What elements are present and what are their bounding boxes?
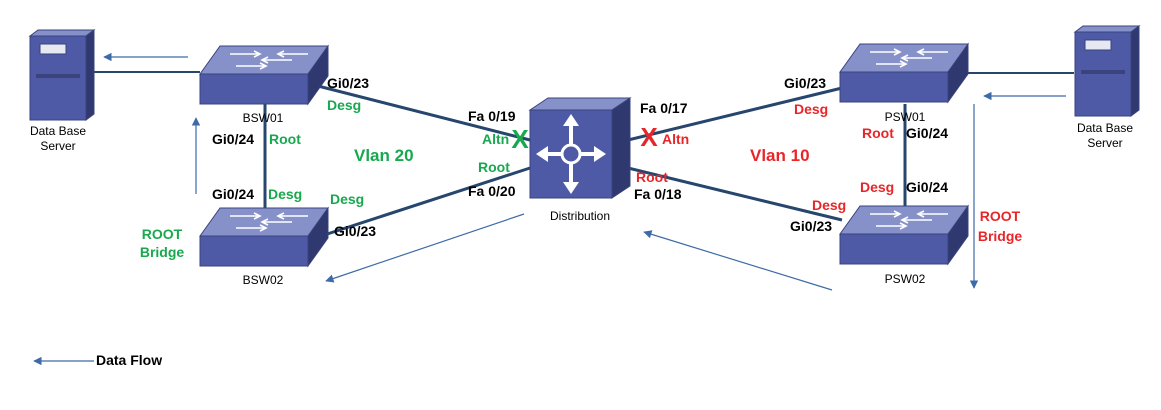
role-dist-fa017: Altn xyxy=(662,131,689,147)
role-dist-fa019: Altn xyxy=(482,131,509,147)
switch-bsw02: BSW02 xyxy=(199,207,329,287)
switch-psw02-label: PSW02 xyxy=(885,272,926,286)
port-bsw01-gi023: Gi0/23 xyxy=(327,75,369,91)
root-bridge-right-line1: ROOT xyxy=(980,208,1021,224)
link-distribution-psw01 xyxy=(627,86,843,142)
server-left-label-line1: Data Base xyxy=(30,124,86,138)
switch-psw02: PSW02 xyxy=(839,205,969,286)
link-bsw02-distribution xyxy=(317,166,531,239)
data-flow-arrows xyxy=(103,52,1066,291)
port-dist-fa019: Fa 0/19 xyxy=(468,108,516,124)
distribution-label: Distribution xyxy=(550,209,610,223)
root-bridge-right-line2: Bridge xyxy=(978,228,1023,244)
link-bsw01-distribution xyxy=(317,84,531,142)
blocked-port-marker-fa019: X xyxy=(511,124,529,154)
server-left: Data Base Server xyxy=(29,29,95,153)
blocked-port-marker-fa017: X xyxy=(640,122,658,152)
links xyxy=(94,71,1074,239)
flow-arrow xyxy=(643,230,833,291)
switch-psw02-icon xyxy=(839,205,969,265)
legend: Data Flow xyxy=(33,352,162,368)
role-psw02-gi024: Desg xyxy=(860,179,894,195)
role-bsw01-gi024: Root xyxy=(269,131,301,147)
port-dist-fa017: Fa 0/17 xyxy=(640,100,688,116)
port-dist-fa020: Fa 0/20 xyxy=(468,183,516,199)
link-distribution-psw02 xyxy=(627,166,843,222)
port-psw02-gi023: Gi0/23 xyxy=(790,218,832,234)
role-dist-fa020: Root xyxy=(478,159,510,175)
role-bsw01-gi023: Desg xyxy=(327,97,361,113)
port-dist-fa018: Fa 0/18 xyxy=(634,186,682,202)
server-right-icon xyxy=(1074,25,1140,117)
router-distribution: Distribution xyxy=(528,97,632,223)
role-bsw02-gi024: Desg xyxy=(268,186,302,202)
role-dist-fa018: Root xyxy=(636,169,668,185)
flow-arrow xyxy=(325,213,525,283)
port-bsw02-gi024: Gi0/24 xyxy=(212,186,254,202)
switch-bsw01-icon xyxy=(199,45,329,105)
server-right: Data Base Server xyxy=(1074,25,1140,150)
switch-psw01: PSW01 xyxy=(839,43,969,124)
switch-psw01-label: PSW01 xyxy=(885,110,926,124)
switch-bsw01-label: BSW01 xyxy=(243,111,284,125)
legend-label: Data Flow xyxy=(96,352,162,368)
server-left-label-line2: Server xyxy=(40,139,75,153)
port-bsw02-gi023: Gi0/23 xyxy=(334,223,376,239)
port-bsw01-gi024: Gi0/24 xyxy=(212,131,254,147)
server-left-icon xyxy=(29,29,95,121)
port-psw02-gi024: Gi0/24 xyxy=(906,179,948,195)
root-bridge-left-line1: ROOT xyxy=(142,226,183,242)
vlan-20-label: Vlan 20 xyxy=(354,146,414,165)
role-bsw02-gi023: Desg xyxy=(330,191,364,207)
role-psw01-gi024: Root xyxy=(862,125,894,141)
switch-bsw02-icon xyxy=(199,207,329,267)
port-psw01-gi023: Gi0/23 xyxy=(784,75,826,91)
multilayer-switch-icon xyxy=(528,97,632,199)
role-psw01-gi023: Desg xyxy=(794,101,828,117)
switch-bsw02-label: BSW02 xyxy=(243,273,284,287)
switch-bsw01: BSW01 xyxy=(199,45,329,125)
server-right-label-line1: Data Base xyxy=(1077,121,1133,135)
role-psw02-gi023: Desg xyxy=(812,197,846,213)
switch-psw01-icon xyxy=(839,43,969,103)
vlan-10-label: Vlan 10 xyxy=(750,146,810,165)
root-bridge-left-line2: Bridge xyxy=(140,244,185,260)
server-right-label-line2: Server xyxy=(1087,136,1122,150)
port-psw01-gi024: Gi0/24 xyxy=(906,125,948,141)
